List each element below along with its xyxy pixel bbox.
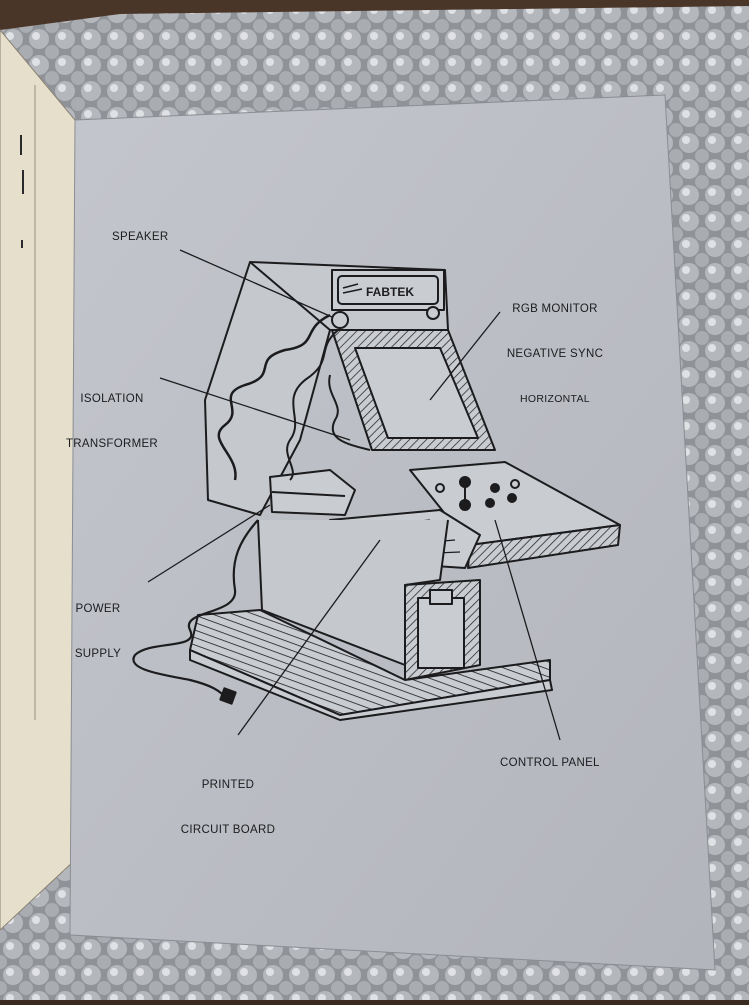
- leader-lines: [147, 249, 561, 741]
- label-pcb-line1: PRINTED: [201, 779, 255, 791]
- cabinet-drawing: [132, 261, 621, 721]
- label-control-panel: CONTROL PANEL: [500, 757, 600, 769]
- label-power-line2: SUPPLY: [74, 648, 122, 660]
- fabtek-logo: FABTEK: [366, 285, 414, 299]
- table-edge: [0, 0, 749, 30]
- label-power-supply: POWER SUPPLY: [62, 572, 134, 692]
- label-monitor-line2: NEGATIVE SYNC: [506, 348, 604, 360]
- label-isolation-line2: TRANSFORMER: [65, 438, 159, 450]
- label-isolation-transformer: ISOLATION TRANSFORMER: [62, 362, 162, 482]
- label-monitor-line1: RGB MONITOR: [512, 303, 598, 315]
- label-printed-circuit-board: PRINTED CIRCUIT BOARD: [168, 748, 288, 868]
- label-pcb-line2: CIRCUIT BOARD: [180, 824, 276, 836]
- left-page-marks: [20, 135, 24, 248]
- label-rgb-monitor: RGB MONITOR NEGATIVE SYNC HORIZONTAL: [495, 272, 615, 437]
- label-monitor-line3: HORIZONTAL: [520, 393, 590, 405]
- label-power-line1: POWER: [75, 603, 121, 615]
- label-speaker: SPEAKER: [112, 231, 169, 243]
- label-isolation-line1: ISOLATION: [80, 393, 144, 405]
